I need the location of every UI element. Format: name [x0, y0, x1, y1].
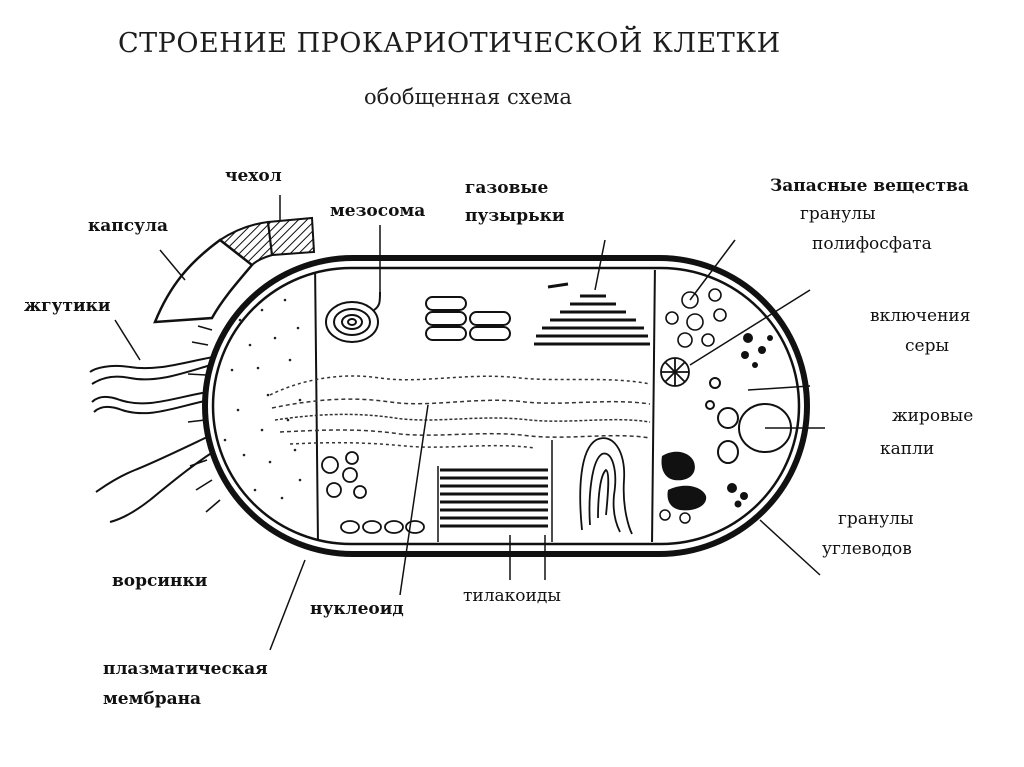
label-sheath: чехол [225, 166, 282, 186]
label-flagella: жгутики [24, 296, 111, 316]
flagella [89, 354, 226, 523]
label-lipid-2: капли [880, 439, 935, 459]
leader-lines [114, 195, 825, 651]
mesosome [325, 291, 381, 343]
label-sulfur-2: серы [905, 336, 949, 356]
capsule [153, 216, 316, 324]
label-carb-2: углеводов [822, 539, 912, 559]
thylakoid-stack-top [534, 282, 650, 346]
label-sulfur-1: включения [870, 306, 971, 326]
label-plasma-membrane-1: плазматическая [103, 659, 268, 679]
label-gas-vesicles-1: газовые [465, 178, 549, 198]
folded-membrane [579, 437, 633, 535]
label-capsule: капсула [88, 216, 168, 236]
label-nucleoid: нуклеоид [310, 599, 404, 619]
polyphosphate-granules [665, 288, 727, 348]
wheel-granule [660, 357, 690, 387]
pili [187, 325, 221, 513]
label-pili: ворсинки [112, 571, 208, 591]
label-thylakoids: тилакоиды [463, 586, 561, 606]
label-reserve-substances: Запасные вещества [770, 176, 969, 196]
diagram-title: СТРОЕНИЕ ПРОКАРИОТИЧЕСКОЙ КЛЕТКИ [118, 28, 781, 59]
carbohydrate-granules [661, 451, 748, 511]
thylakoid-stack-bottom [440, 468, 548, 528]
nucleoid [269, 375, 651, 449]
label-mesosome: мезосома [330, 201, 426, 221]
label-polyphosphate-1: гранулы [800, 204, 876, 224]
small-white-granules [659, 509, 691, 524]
label-plasma-membrane-2: мембрана [103, 689, 202, 709]
label-gas-vesicles-2: пузырьки [465, 206, 565, 226]
sulfur-inclusions [741, 333, 773, 368]
label-polyphosphate-2: полифосфата [812, 234, 932, 254]
cytoplasm-dots [223, 298, 302, 500]
label-lipid-1: жировые [892, 406, 974, 426]
label-carb-1: гранулы [838, 509, 914, 529]
diagram-subtitle: обобщенная схема [364, 85, 572, 109]
gas-vesicles [425, 296, 511, 341]
